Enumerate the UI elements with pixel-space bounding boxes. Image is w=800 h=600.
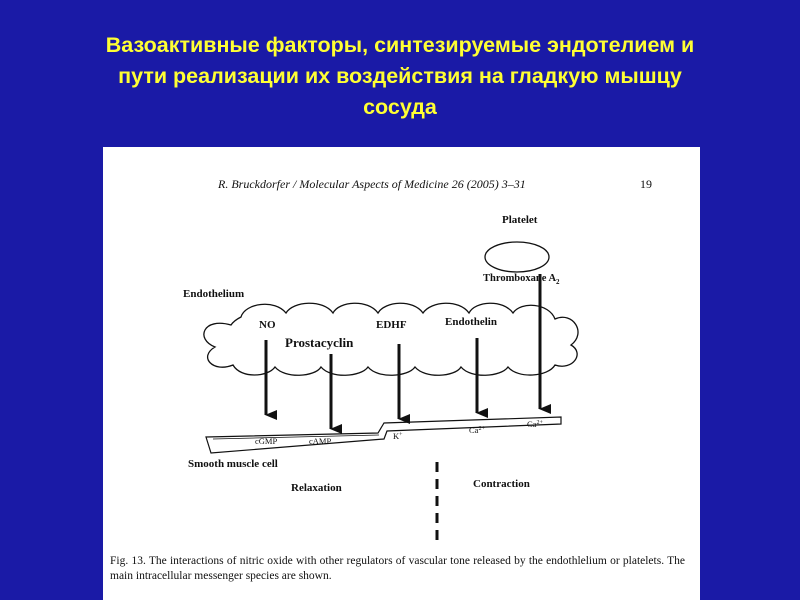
slide-title-line-1: Вазоактивные факторы, синтезируемые эндо… [0, 30, 800, 61]
slide-title: Вазоактивные факторы, синтезируемые эндо… [0, 30, 800, 123]
smooth-muscle-label: Smooth muscle cell [188, 458, 278, 470]
slide-title-line-3: сосуда [0, 92, 800, 123]
factor-edhf: EDHF [376, 319, 407, 331]
endothelium-cloud [204, 303, 578, 375]
messenger-k: K+ [393, 431, 403, 441]
contraction-label: Contraction [473, 478, 530, 490]
cell-inner-line [213, 435, 379, 439]
factor-no: NO [259, 319, 276, 331]
relaxation-label: Relaxation [291, 482, 342, 494]
messenger-ca-2: Ca2+ [527, 419, 543, 429]
factor-prostacyclin: Prostacyclin [285, 335, 354, 350]
slide-title-line-2: пути реализации их воздействия на гладку… [0, 61, 800, 92]
figure-image: R. Bruckdorfer / Molecular Aspects of Me… [103, 147, 700, 600]
figure-diagram: R. Bruckdorfer / Molecular Aspects of Me… [103, 147, 700, 600]
thromboxane-label: Thromboxane A2 [483, 273, 560, 286]
messenger-cgmp: cGMP [255, 436, 277, 446]
endothelium-label: Endothelium [183, 288, 244, 300]
messenger-ca-1: Ca2+ [469, 425, 485, 435]
factor-endothelin: Endothelin [445, 316, 497, 328]
smooth-muscle-cell [206, 417, 561, 453]
platelet-shape [485, 242, 549, 272]
messenger-camp: cAMP [309, 436, 331, 446]
figure-caption: Fig. 13. The interactions of nitric oxid… [110, 554, 685, 584]
platelet-label: Platelet [502, 214, 538, 226]
header-citation: R. Bruckdorfer / Molecular Aspects of Me… [217, 177, 526, 191]
page-number: 19 [640, 177, 652, 191]
